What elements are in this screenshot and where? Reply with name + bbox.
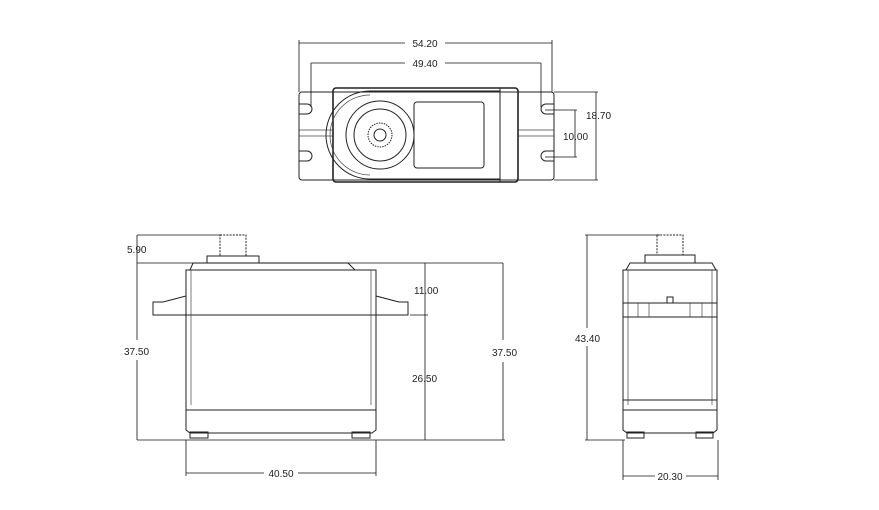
servo-body-top — [332, 87, 519, 183]
front-view: 5.90 37.50 11.00 26.50 37.50 40.50 — [124, 234, 517, 480]
right-flange — [375, 295, 409, 316]
dim-label: 37.50 — [124, 347, 149, 358]
dim-11-00: 11.00 — [410, 263, 439, 316]
dim-54-20: 54.20 — [298, 39, 553, 92]
dim-43-40: 43.40 — [575, 234, 660, 441]
dim-37-50-right: 37.50 — [492, 263, 517, 440]
mounting-holes — [299, 103, 554, 162]
case-outline — [325, 90, 501, 180]
dim-label: 18.70 — [586, 111, 611, 122]
top-view: 54.20 49.40 18.70 10.00 — [298, 39, 611, 183]
dim-label: 20.30 — [657, 472, 682, 483]
dim-37-50-left: 37.50 — [124, 262, 505, 441]
dim-20-30: 20.30 — [622, 440, 719, 483]
dim-label: 40.50 — [268, 469, 293, 480]
dim-label: 26.50 — [412, 374, 437, 385]
output-spline — [656, 234, 684, 256]
dim-label: 5.90 — [127, 245, 147, 256]
dim-label: 49.40 — [412, 59, 437, 70]
dim-5-90: 5.90 — [127, 234, 222, 263]
dim-49-40: 49.40 — [310, 59, 542, 107]
dim-10-00: 10.00 — [545, 109, 588, 158]
output-spline — [219, 234, 247, 257]
dim-26-50: 26.50 — [412, 315, 437, 440]
dim-18-70: 18.70 — [554, 91, 611, 181]
left-flange — [152, 295, 187, 316]
side-view: 43.40 20.30 — [575, 234, 719, 483]
label-window — [413, 101, 485, 169]
dim-label: 11.00 — [414, 286, 439, 297]
dim-label: 10.00 — [563, 132, 588, 143]
output-spline — [367, 122, 393, 148]
dim-label: 54.20 — [412, 39, 437, 50]
dim-label: 37.50 — [492, 348, 517, 359]
dim-40-50: 40.50 — [185, 440, 377, 480]
dim-label: 43.40 — [575, 334, 600, 345]
